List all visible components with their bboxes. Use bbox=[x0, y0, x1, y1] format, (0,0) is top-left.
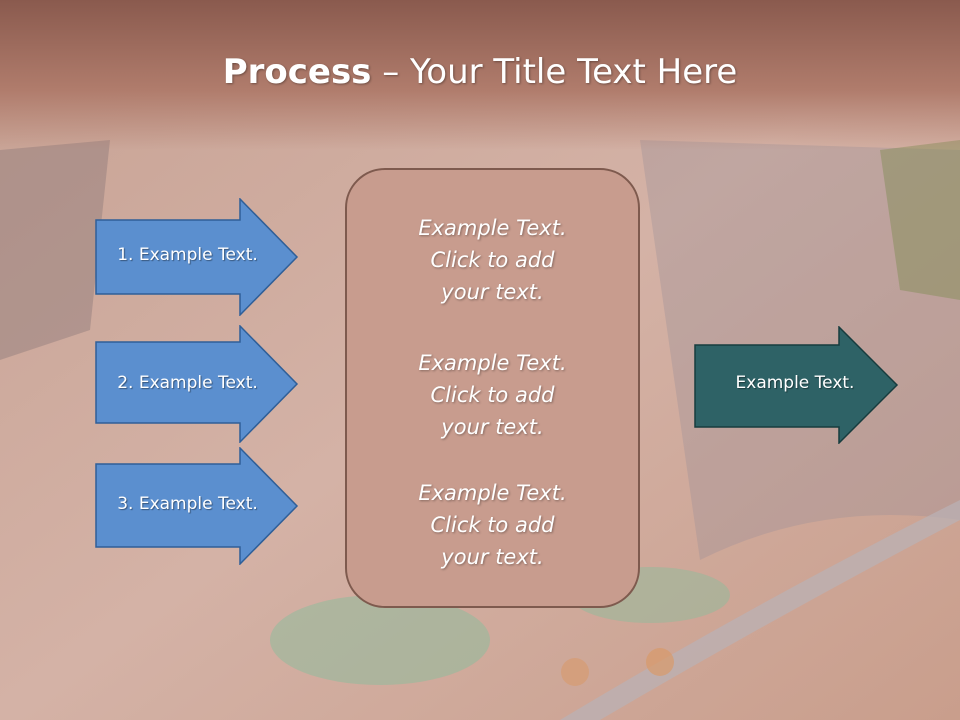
right-arrow-label: Example Text. bbox=[735, 373, 855, 393]
center-text-box[interactable] bbox=[345, 168, 640, 608]
right-arrow[interactable] bbox=[694, 326, 900, 444]
left-arrow-1-label: 1. Example Text. bbox=[117, 245, 258, 265]
left-arrow-2[interactable] bbox=[95, 325, 300, 443]
center-block-2: Example Text. Click to add your text. bbox=[418, 351, 567, 439]
title-band bbox=[0, 0, 960, 150]
left-arrow-3[interactable] bbox=[95, 447, 300, 565]
center-block-1: Example Text. Click to add your text. bbox=[418, 216, 567, 304]
title-bold: Process bbox=[222, 52, 372, 92]
left-arrow-1[interactable] bbox=[95, 198, 300, 316]
title-rest: – Your Title Text Here bbox=[371, 52, 738, 92]
center-block-3: Example Text. Click to add your text. bbox=[418, 481, 567, 569]
left-arrow-3-label: 3. Example Text. bbox=[117, 494, 258, 514]
page-title: Process – Your Title Text Here bbox=[0, 52, 960, 92]
left-arrow-2-label: 2. Example Text. bbox=[117, 373, 258, 393]
